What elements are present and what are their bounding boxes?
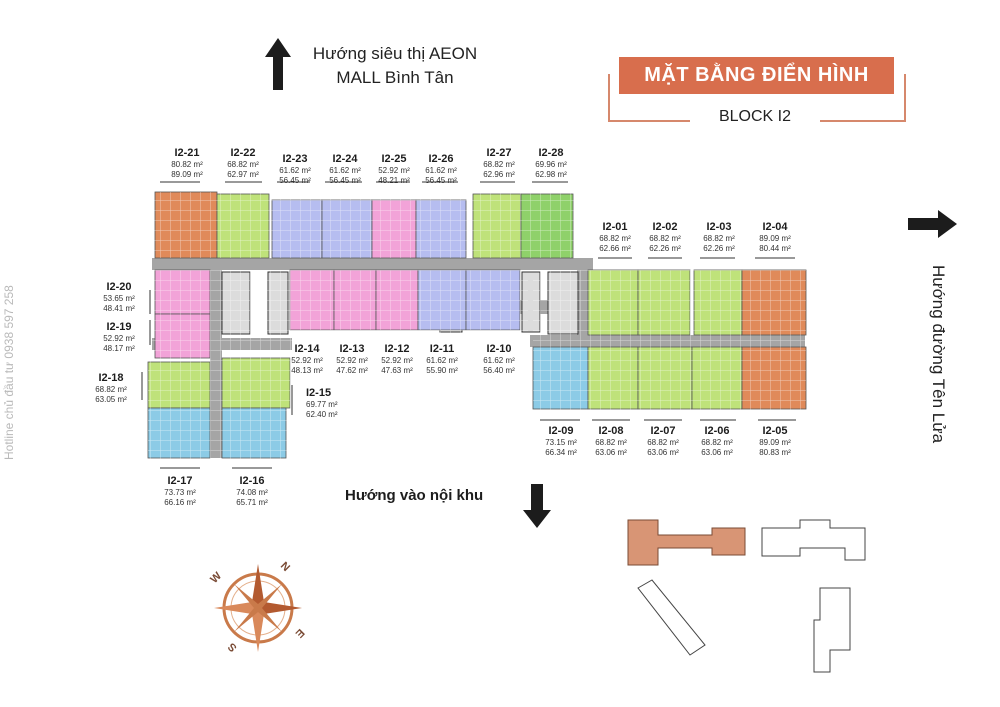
page-title: MẶT BẰNG ĐIỂN HÌNH bbox=[619, 57, 894, 94]
label-leaders bbox=[141, 181, 796, 469]
arrow-down-icon bbox=[523, 484, 551, 528]
arrow-up-icon bbox=[265, 38, 291, 90]
south-direction: Hướng vào nội khu bbox=[345, 487, 484, 504]
block-label: BLOCK I2 bbox=[690, 108, 820, 126]
north-line-1: Hướng siêu thị AEON bbox=[312, 44, 478, 63]
key-plan-outline-icon bbox=[637, 519, 866, 673]
east-direction: Hướng đường Tên Lửa bbox=[929, 265, 948, 444]
key-plan-highlight-icon bbox=[627, 519, 746, 566]
north-direction: Hướng siêu thị AEON MALL Bình Tân bbox=[295, 42, 495, 90]
north-line-2: MALL Bình Tân bbox=[336, 68, 454, 87]
room-divisions bbox=[148, 192, 806, 460]
arrow-right-icon bbox=[908, 210, 957, 238]
compass-rose-icon bbox=[214, 564, 302, 652]
